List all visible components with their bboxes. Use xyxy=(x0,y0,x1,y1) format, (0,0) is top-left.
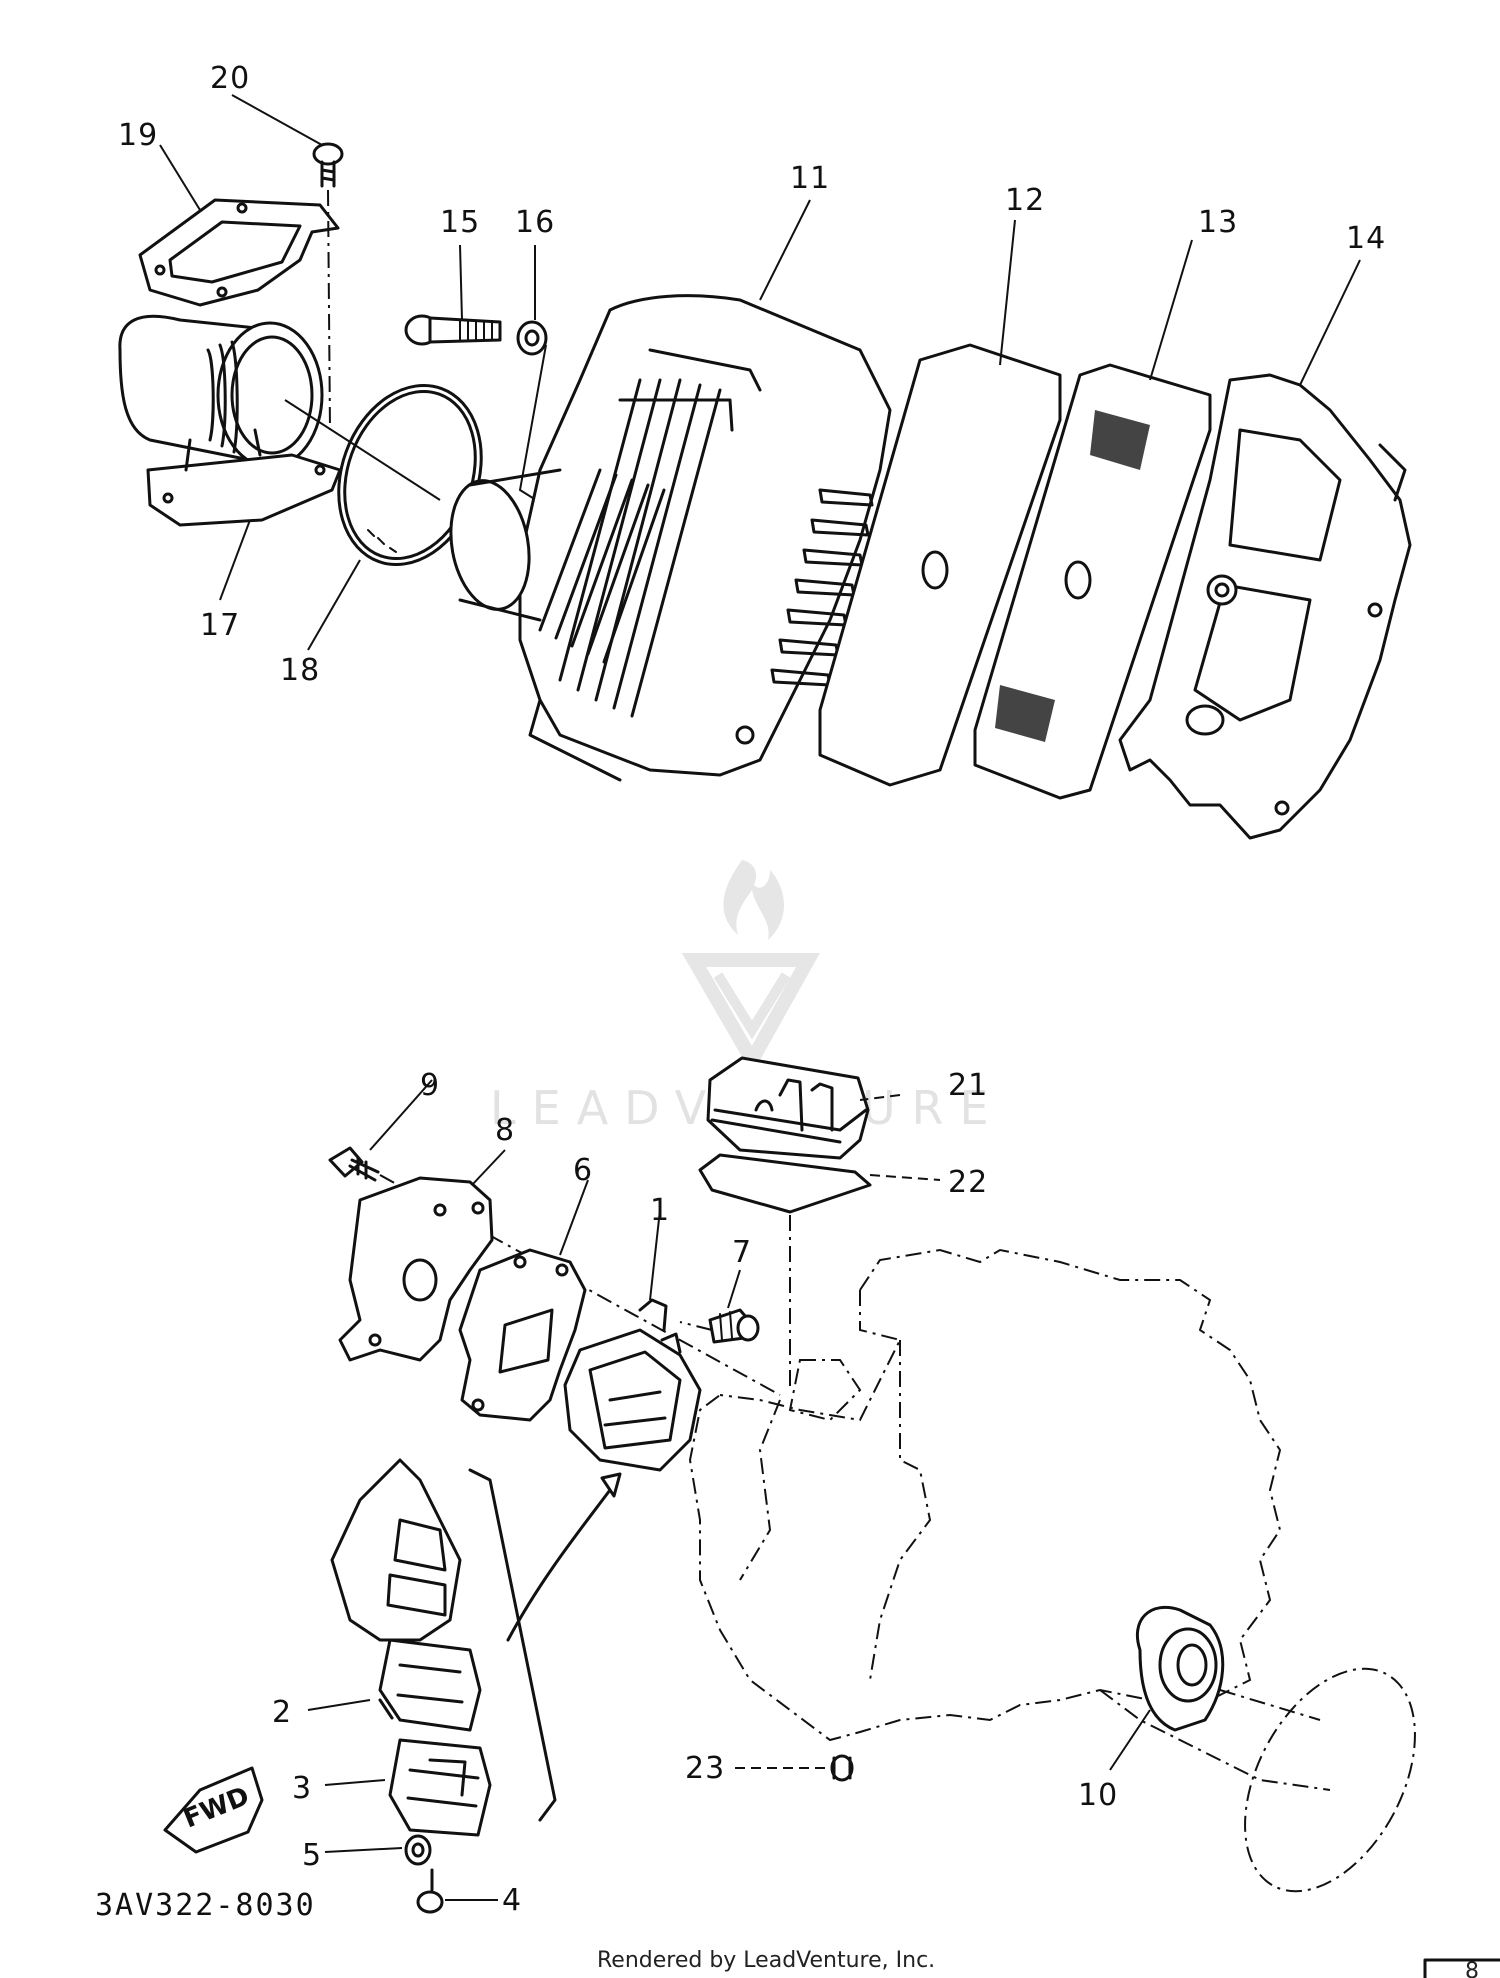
callout-23: 23 xyxy=(685,1751,725,1786)
part-7-screw xyxy=(708,1308,760,1344)
part-2-reed-petal xyxy=(378,1638,482,1732)
callout-9: 9 xyxy=(420,1068,440,1103)
callout-1: 1 xyxy=(650,1193,670,1228)
callout-8: 8 xyxy=(495,1113,515,1148)
corner-mark: 8 xyxy=(1423,1958,1500,1978)
callout-15: 15 xyxy=(440,205,480,240)
callout-19: 19 xyxy=(118,118,158,153)
reed-plate xyxy=(330,1458,462,1642)
crankcase-outline xyxy=(688,1248,1331,1791)
part-5-washer xyxy=(404,1834,432,1866)
callout-11: 11 xyxy=(790,161,830,196)
callout-17: 17 xyxy=(200,608,240,643)
callout-3: 3 xyxy=(292,1771,312,1806)
callout-18: 18 xyxy=(280,653,320,688)
callout-6: 6 xyxy=(573,1153,593,1188)
callout-12: 12 xyxy=(1005,183,1045,218)
callout-2: 2 xyxy=(272,1695,292,1730)
callout-14: 14 xyxy=(1346,221,1386,256)
footer-credit: Rendered by LeadVenture, Inc. xyxy=(597,1948,935,1973)
part-17-intake-joint xyxy=(118,314,342,527)
callout-20: 20 xyxy=(210,61,250,96)
part-16-washer xyxy=(516,320,548,356)
reed-subassembly-bracket xyxy=(468,1468,622,1822)
part-13-filter-guide xyxy=(973,363,1212,800)
part-1-reed-valve xyxy=(563,1298,702,1472)
part-21-cover xyxy=(706,1056,870,1160)
part-9-bolt xyxy=(328,1146,380,1182)
callout-4: 4 xyxy=(502,1883,522,1918)
part-15-bolt xyxy=(404,314,502,346)
callout-21: 21 xyxy=(948,1068,988,1103)
part-8-joint xyxy=(338,1176,494,1362)
part-20-screw xyxy=(312,142,344,431)
part-11-air-box-case xyxy=(449,294,892,782)
callout-13: 13 xyxy=(1198,205,1238,240)
callout-22: 22 xyxy=(948,1165,988,1200)
part-14-side-plate xyxy=(1118,373,1412,840)
fwd-arrow: FWD xyxy=(163,1766,264,1854)
part-3-stopper xyxy=(388,1738,492,1837)
part-4-screw xyxy=(416,1868,444,1914)
callout-5: 5 xyxy=(302,1838,322,1873)
part-19-gasket xyxy=(138,198,340,307)
corner-mark-text: 8 xyxy=(1465,1959,1479,1978)
part-10-cap xyxy=(1135,1605,1225,1732)
callout-7: 7 xyxy=(732,1235,752,1270)
callout-16: 16 xyxy=(515,205,555,240)
part-22-gasket xyxy=(698,1153,872,1214)
part-code: 3AV322-8030 xyxy=(95,1888,316,1923)
part-23-plug xyxy=(830,1754,854,1782)
callout-10: 10 xyxy=(1078,1778,1118,1813)
part-6-gasket xyxy=(458,1248,587,1422)
part-12-filter-element xyxy=(818,343,1062,787)
